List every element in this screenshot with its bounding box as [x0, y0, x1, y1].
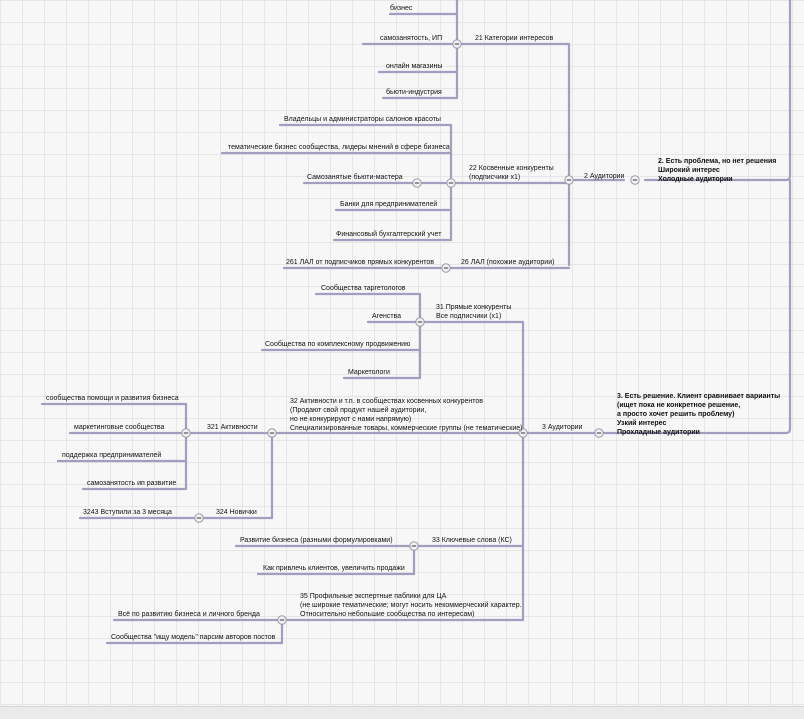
node-podderzhka[interactable]: поддержка предпринимателей: [62, 452, 162, 459]
node-marketingovye[interactable]: маркетинговые сообщества: [74, 424, 165, 431]
node-vse-po-razvitiyu[interactable]: Всё по развитию бизнеса и личного бренда: [118, 611, 260, 618]
node-vladeltsy[interactable]: Владельцы и администраторы салонов красо…: [284, 116, 441, 123]
node-samozanyatost-razvitie[interactable]: самозанятость ип развитие: [87, 480, 177, 487]
node-lal-261[interactable]: 261 ЛАЛ от подписчиков прямых конкуренто…: [286, 259, 434, 266]
node-categories-21[interactable]: 21 Категории интересов: [475, 35, 554, 42]
node-finansovy-uchet[interactable]: Финансовый бухгалтерский учет: [336, 231, 442, 238]
node-vstupili-3243[interactable]: 3243 Вступили за 3 месяца: [83, 509, 172, 516]
node-samozanyatost-ip[interactable]: самозанятость, ИП: [380, 35, 443, 42]
node-agentstva[interactable]: Агенства: [372, 313, 402, 320]
collapse-buttons: [181, 39, 640, 625]
node-samozanyatye-mastera[interactable]: Самозанятые бьюти-мастера: [307, 174, 403, 181]
collapse-icon[interactable]: [415, 317, 425, 327]
node-byuti-industriya[interactable]: бьюти-индустрия: [386, 89, 442, 96]
node-ischu-model[interactable]: Сообщества "ищу модель" парсим авторов п…: [111, 634, 276, 641]
node-tematicheskie[interactable]: тематические бизнес сообщества, лидеры м…: [228, 144, 450, 151]
collapse-icon[interactable]: [267, 428, 277, 438]
node-problema-2[interactable]: 2. Есть проблема, но нет решения Широкий…: [658, 158, 777, 183]
node-profilnye-35[interactable]: 35 Профильные экспертные паблики для ЦА …: [300, 593, 522, 618]
bottom-scroll-area[interactable]: [0, 706, 804, 719]
node-aktivnosti-321[interactable]: 321 Активности: [207, 424, 258, 431]
collapse-icon[interactable]: [194, 513, 204, 523]
node-marketologi[interactable]: Маркетологи: [348, 369, 390, 376]
collapse-icon[interactable]: [452, 39, 462, 49]
collapse-icon[interactable]: [409, 541, 419, 551]
node-soobschestva-target[interactable]: Сообщества таргетологов: [321, 285, 406, 292]
collapse-icon[interactable]: [518, 428, 528, 438]
node-reshenie-3[interactable]: 3. Есть решение. Клиент сравнивает вариа…: [617, 393, 781, 436]
node-biznes[interactable]: бизнес: [390, 5, 413, 12]
collapse-icon[interactable]: [446, 178, 456, 188]
node-onlain-magaziny[interactable]: онлайн магазины: [386, 63, 443, 70]
node-pryamye-31[interactable]: 31 Прямые конкуренты Все подписчики (х1): [436, 304, 512, 320]
collapse-icon[interactable]: [630, 175, 640, 185]
collapse-icon[interactable]: [277, 615, 287, 625]
node-banki[interactable]: Банки для предпринимателей: [340, 201, 438, 208]
node-klyuchevye-33[interactable]: 33 Ключевые слова (КС): [432, 537, 512, 544]
edge-problem2-to-root: [643, 0, 792, 182]
connector-lines: [40, 0, 792, 645]
node-kak-privlech[interactable]: Как привлечь клиентов, увеличить продажи: [263, 565, 405, 572]
node-kosvennye-22[interactable]: 22 Косвенные конкуренты (подписчики х1): [469, 165, 554, 181]
collapse-icon[interactable]: [594, 428, 604, 438]
collapse-icon[interactable]: [181, 428, 191, 438]
node-auditorii-2[interactable]: 2 Аудитории: [584, 173, 625, 180]
node-pomoschi[interactable]: сообщества помощи и развития бизнеса: [46, 395, 179, 402]
node-aktivnosti-32[interactable]: 32 Активности и т.п. в сообществах косве…: [290, 398, 523, 432]
node-kompleksnoe[interactable]: Сообщества по комплексному продвижению: [265, 341, 411, 348]
node-lal-26[interactable]: 26 ЛАЛ (похожие аудитории): [461, 259, 555, 266]
node-razvitie-biznesa[interactable]: Развитие бизнеса (разными формулировками…: [240, 537, 393, 544]
node-auditorii-3[interactable]: 3 Аудитории: [542, 424, 583, 431]
edge-problem3-to-root: [597, 178, 792, 435]
collapse-icon[interactable]: [441, 263, 451, 273]
collapse-icon[interactable]: [564, 175, 574, 185]
node-novichki-324[interactable]: 324 Новички: [216, 509, 257, 516]
collapse-icon[interactable]: [412, 178, 422, 188]
